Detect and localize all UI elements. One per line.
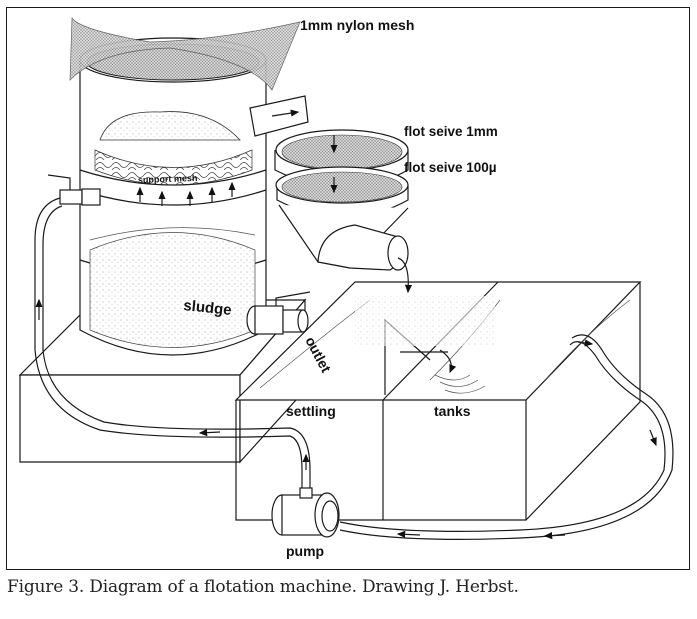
label-tanks: tanks — [434, 403, 471, 419]
support-mesh-arrows — [136, 181, 236, 206]
flotation-machine-diagram: 1mm nylon mesh flot seive 1mm flot seive… — [18, 16, 674, 559]
label-nylon-mesh: 1mm nylon mesh — [300, 17, 414, 33]
label-flot-sieve-1mm: flot seive 1mm — [404, 124, 498, 139]
pump — [271, 487, 340, 538]
label-sludge: sludge — [183, 297, 233, 319]
label-flot-sieve-100u: flot seive 100µ — [404, 160, 497, 175]
nylon-mesh — [69, 16, 301, 91]
settling-tanks — [234, 281, 642, 521]
figure-caption: Figure 3. Diagram of a flotation machine… — [7, 577, 519, 597]
flot-sieves — [274, 129, 413, 294]
overflow-spout — [249, 95, 309, 137]
outlet-valve — [246, 291, 311, 335]
inlet-valve — [47, 174, 101, 206]
hoses — [34, 197, 674, 540]
flotation-barrel — [79, 37, 267, 356]
label-pump: pump — [286, 543, 324, 559]
label-settling: settling — [286, 403, 336, 419]
label-support-mesh: support mesh — [138, 173, 198, 185]
